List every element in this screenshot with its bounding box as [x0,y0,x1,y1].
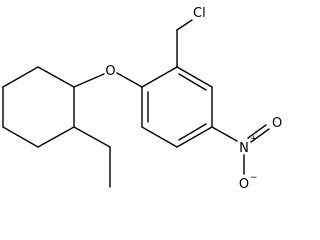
benzene-ring [141,66,213,148]
chlorine-label: Cl [193,6,206,21]
ethyl-group [73,126,111,188]
bond-cy-3-4 [37,126,75,148]
oxygen-nitro-charge: − [250,173,258,183]
bond-n-o-top-a [247,124,267,139]
structure-canvas: O Cl N + O [2,6,283,192]
molecule-diagram: O Cl N + O [2,6,282,192]
bond-ar-2-3 [176,66,213,88]
nitro-group: N + O O − [211,116,282,192]
bond-cy-o [73,73,105,88]
bond-cy-4-5 [2,126,39,148]
bond-ar-5-6 [141,126,178,148]
bond-ar-4-5 [176,126,213,148]
bond-cy-6-1 [2,66,39,88]
oxygen-ether-label: O [105,64,115,79]
chloromethyl-group: Cl [176,6,206,68]
ether-linkage: O [73,64,143,88]
double-bond-ar-4-5 [178,123,207,141]
bond-o-ar [116,72,143,88]
cyclohexane-ring [2,66,75,148]
bond-n-o-top-b [250,128,270,143]
oxygen-nitro-bottom-label: O [239,177,249,192]
nitrogen-label: N [239,141,249,156]
nitrogen-charge: + [250,134,258,144]
oxygen-nitro-top-label: O [272,116,282,131]
bond-ar-1-2 [141,66,178,88]
double-bond-ar-2-3 [178,73,207,91]
bond-cy-1-2 [37,66,75,88]
bond-ch2-cl [176,19,193,31]
bond-ethyl-ch2 [73,126,111,148]
bond-ar-n [211,126,238,142]
